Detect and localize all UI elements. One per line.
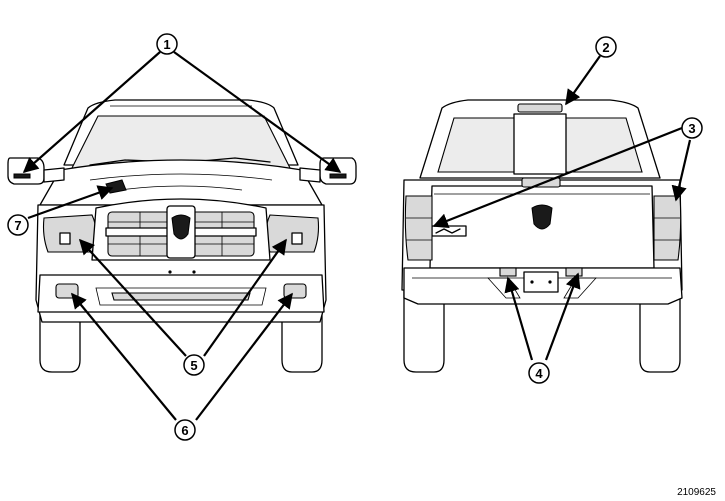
figure-reference-code: 2109625 — [677, 487, 716, 498]
callout-5: 5 — [183, 354, 205, 376]
callout-1-label: 1 — [163, 37, 170, 52]
license-plate-lamp-left — [499, 267, 517, 277]
front-left-mirror-lamp — [13, 173, 31, 179]
callout-4-label: 4 — [535, 366, 543, 381]
rear-ram-logo — [531, 204, 553, 230]
center-high-mounted-stop-lamp — [517, 103, 563, 113]
license-plate-area — [523, 271, 559, 293]
front-right-mirror-lamp — [329, 173, 347, 179]
rear-sliding-window — [513, 113, 567, 175]
callout-3-label: 3 — [688, 121, 695, 136]
callout-4: 4 — [528, 362, 550, 384]
front-right-turn-signal — [291, 232, 303, 245]
truck-front-view — [7, 99, 357, 373]
front-ram-logo — [171, 214, 191, 240]
callout-6: 6 — [174, 419, 196, 441]
license-plate-lamp-right — [565, 267, 583, 277]
rear-left-tire — [403, 289, 445, 373]
rear-left-tail-lamp — [404, 195, 433, 261]
callout-6-label: 6 — [181, 423, 188, 438]
truck-rear-view — [401, 99, 683, 373]
callout-leader-lines — [22, 51, 692, 421]
front-left-turn-signal — [59, 232, 71, 245]
callout-7-label: 7 — [14, 218, 21, 233]
callout-2-label: 2 — [602, 40, 609, 55]
callout-5-label: 5 — [190, 358, 197, 373]
callout-3: 3 — [681, 117, 703, 139]
callout-7: 7 — [7, 214, 29, 236]
callout-1: 1 — [156, 33, 178, 55]
rear-right-tire — [639, 289, 681, 373]
front-right-fog-lamp — [283, 283, 307, 299]
callout-2: 2 — [595, 36, 617, 58]
rear-right-tail-lamp — [653, 195, 682, 261]
